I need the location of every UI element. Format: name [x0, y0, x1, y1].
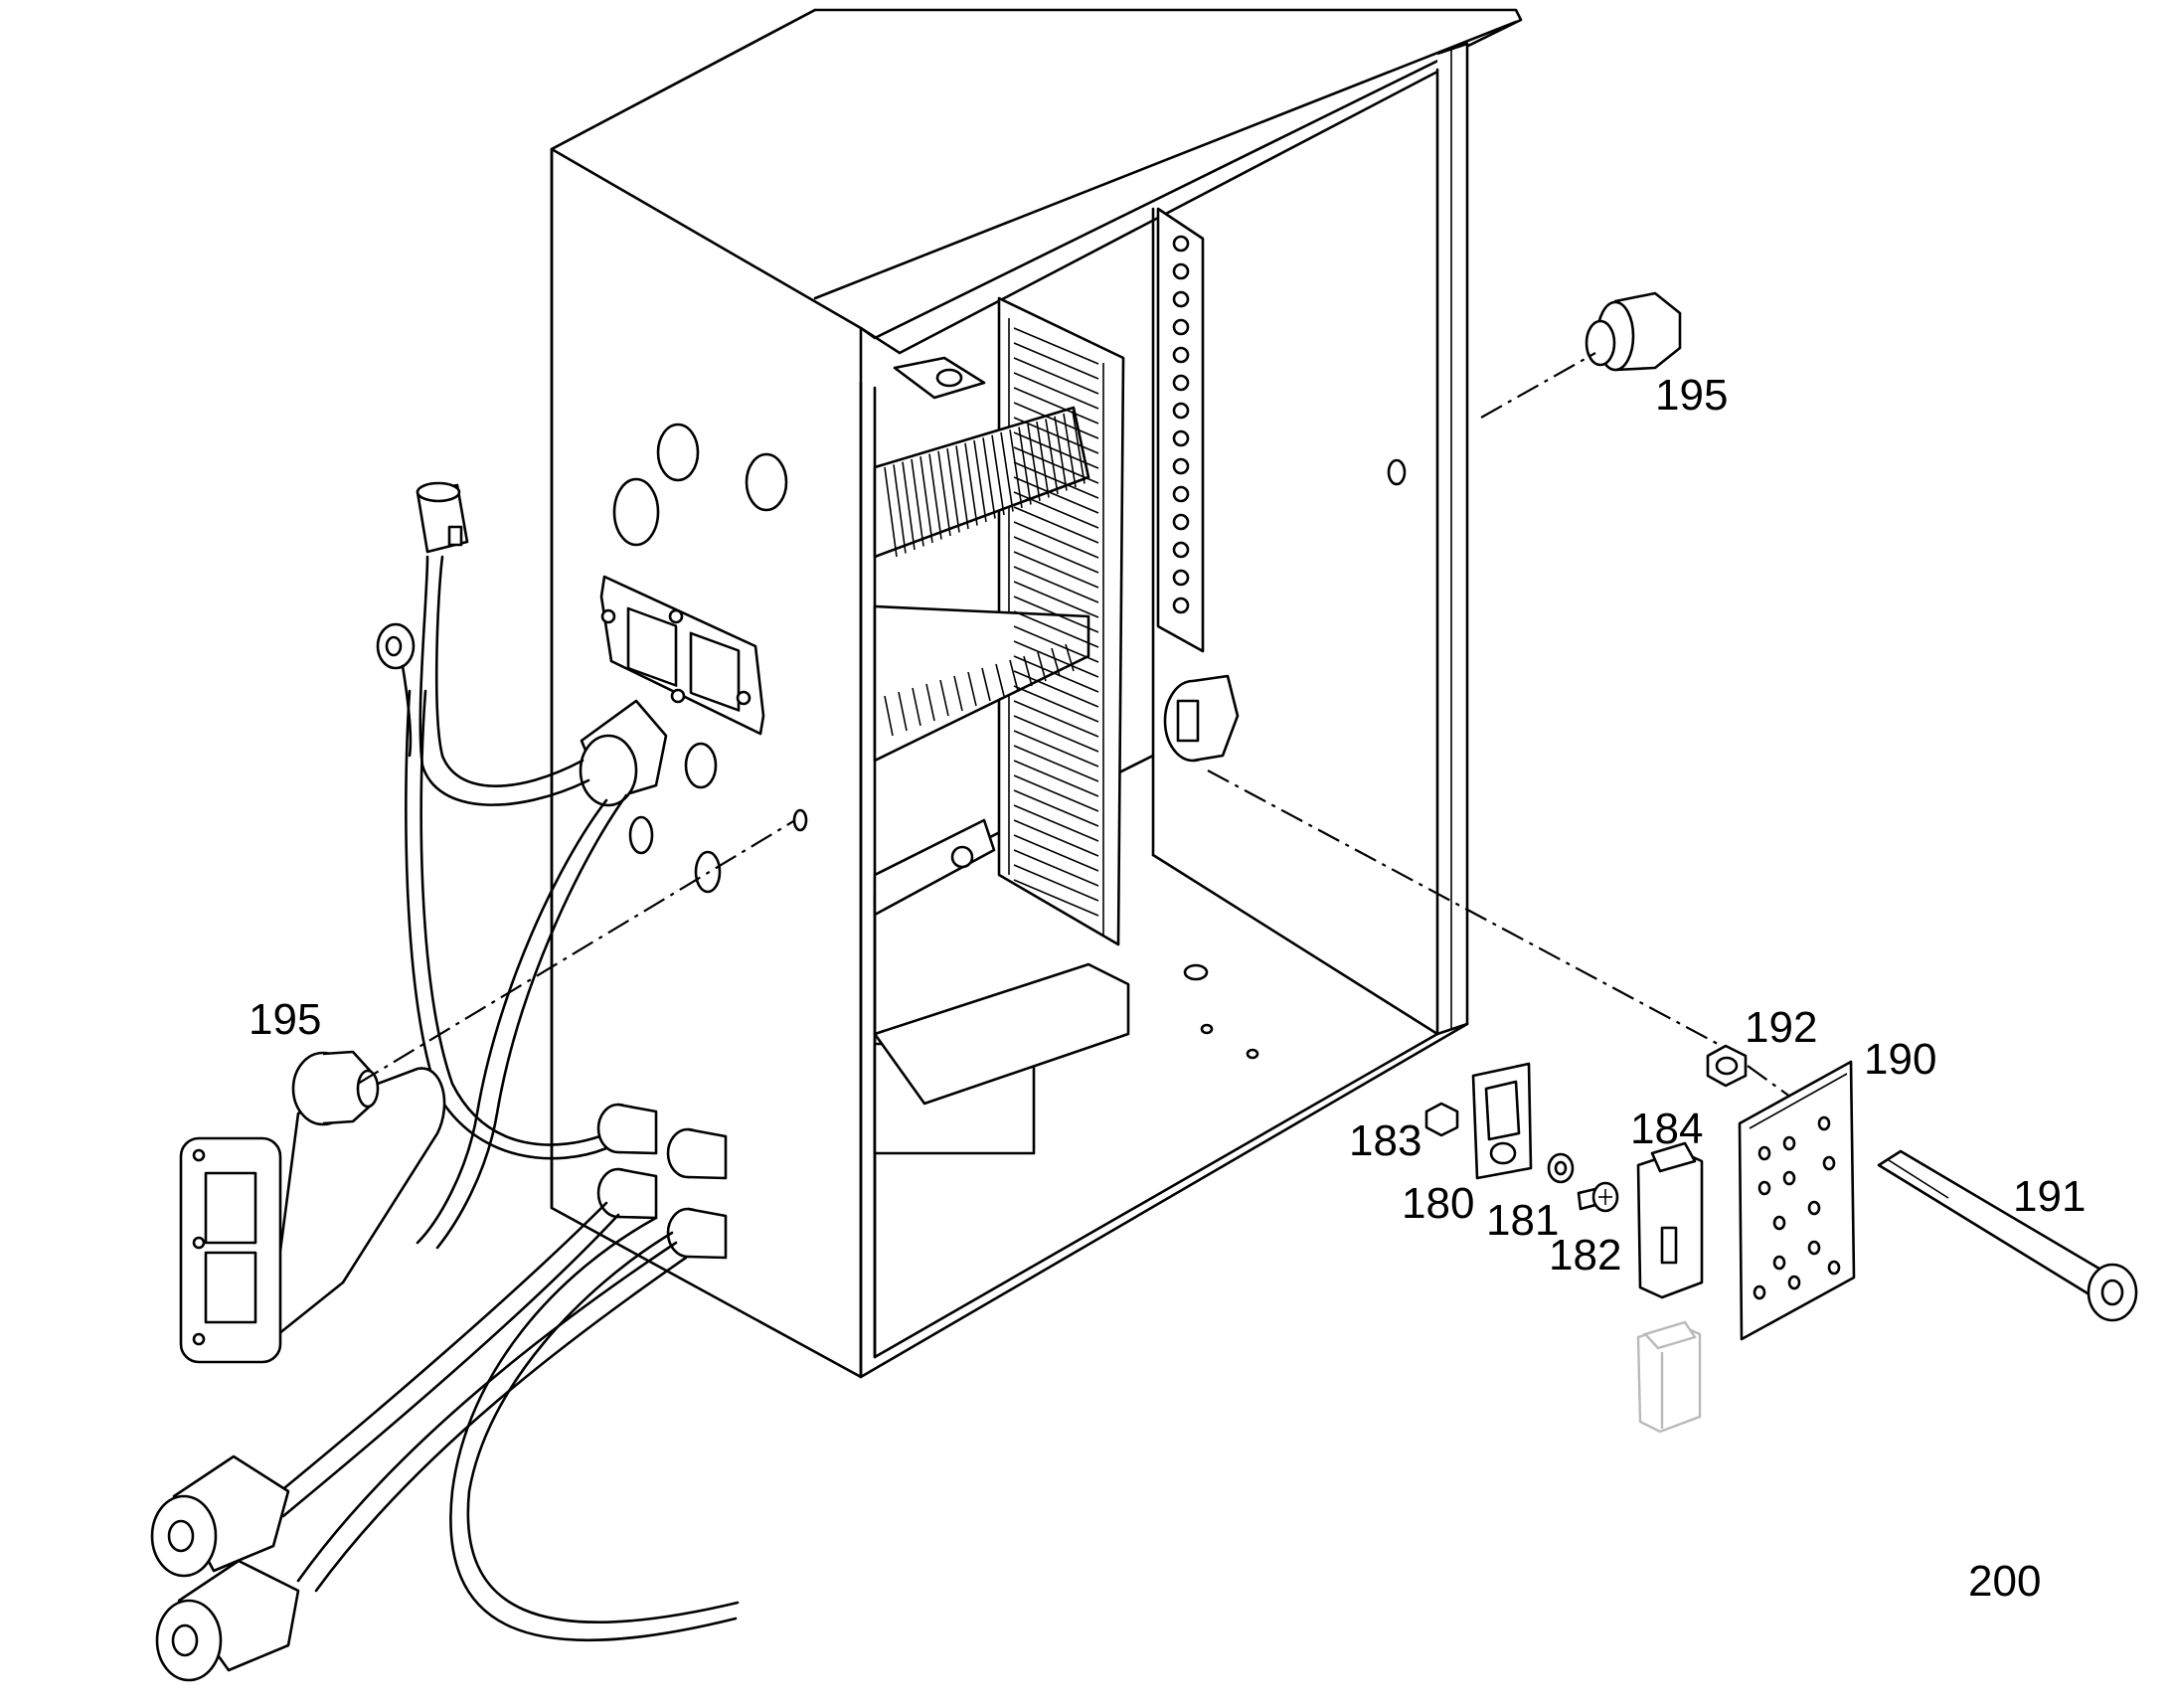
terminal-lines	[884, 411, 1086, 737]
cable-gland-small	[666, 1207, 728, 1260]
knockout-hole	[628, 815, 654, 855]
callout-195-left: 195	[249, 995, 321, 1044]
knockout-hole	[745, 452, 788, 512]
callout-192: 192	[1745, 1003, 1817, 1052]
part-183-nut	[1424, 1102, 1459, 1137]
callout-181: 181	[1486, 1196, 1559, 1245]
callout-191: 191	[2013, 1172, 2086, 1221]
callout-195-right: 195	[1655, 371, 1728, 420]
part-190-mounting-plate	[1738, 1060, 1856, 1341]
cable-gland-small	[596, 1167, 658, 1220]
terminal-block-row	[873, 406, 1090, 559]
cable-assembly	[150, 481, 740, 1682]
cable-gland-small	[666, 1127, 728, 1180]
figure-number: 200	[1968, 1557, 2041, 1606]
knockout-hole	[1183, 963, 1209, 981]
part-184-connector-housing	[1636, 1141, 1704, 1299]
callout-184: 184	[1630, 1105, 1703, 1153]
part-180-bracket	[1471, 1062, 1533, 1180]
callouts: 195 195 192 190 191 183 184 180 181 182 …	[249, 371, 2086, 1606]
callout-182: 182	[1549, 1231, 1621, 1280]
enclosure-right-frame	[1436, 42, 1469, 1036]
knockout-hole	[612, 477, 660, 547]
wall-cable-gland	[1163, 674, 1240, 763]
callout-183: 183	[1349, 1116, 1421, 1165]
phantom-connector	[1636, 1320, 1702, 1434]
ground-bar-holes	[1172, 235, 1190, 614]
round-connector	[150, 1454, 290, 1578]
cable	[434, 555, 585, 787]
part-191-cap-screw	[1877, 1149, 2138, 1322]
callout-190: 190	[1864, 1035, 1936, 1084]
knockout-hole	[684, 742, 718, 789]
sensor-connector	[416, 481, 469, 554]
knockout-hole	[1387, 458, 1407, 486]
plate-holes	[1753, 1115, 1841, 1300]
round-connector	[155, 1559, 300, 1682]
part-182-screw	[1577, 1181, 1619, 1213]
part-192-nut	[1706, 1044, 1748, 1088]
enclosure	[550, 8, 1523, 1379]
part-195-plug-left	[291, 1050, 380, 1126]
ground-bar	[1156, 207, 1205, 653]
terminal-assembly	[873, 207, 1205, 1155]
ring-terminal	[376, 622, 610, 1160]
panel-connector-plate	[599, 575, 765, 736]
part-181-washer	[1547, 1152, 1575, 1184]
cable-gland-small	[596, 1103, 658, 1155]
rectangular-plug-connector	[179, 1067, 446, 1364]
callout-180: 180	[1402, 1179, 1474, 1228]
knockout-hole	[792, 808, 808, 832]
cable-gland-large	[579, 699, 668, 807]
knockout-hole	[656, 423, 700, 482]
part-195-plug-right	[1585, 291, 1682, 372]
